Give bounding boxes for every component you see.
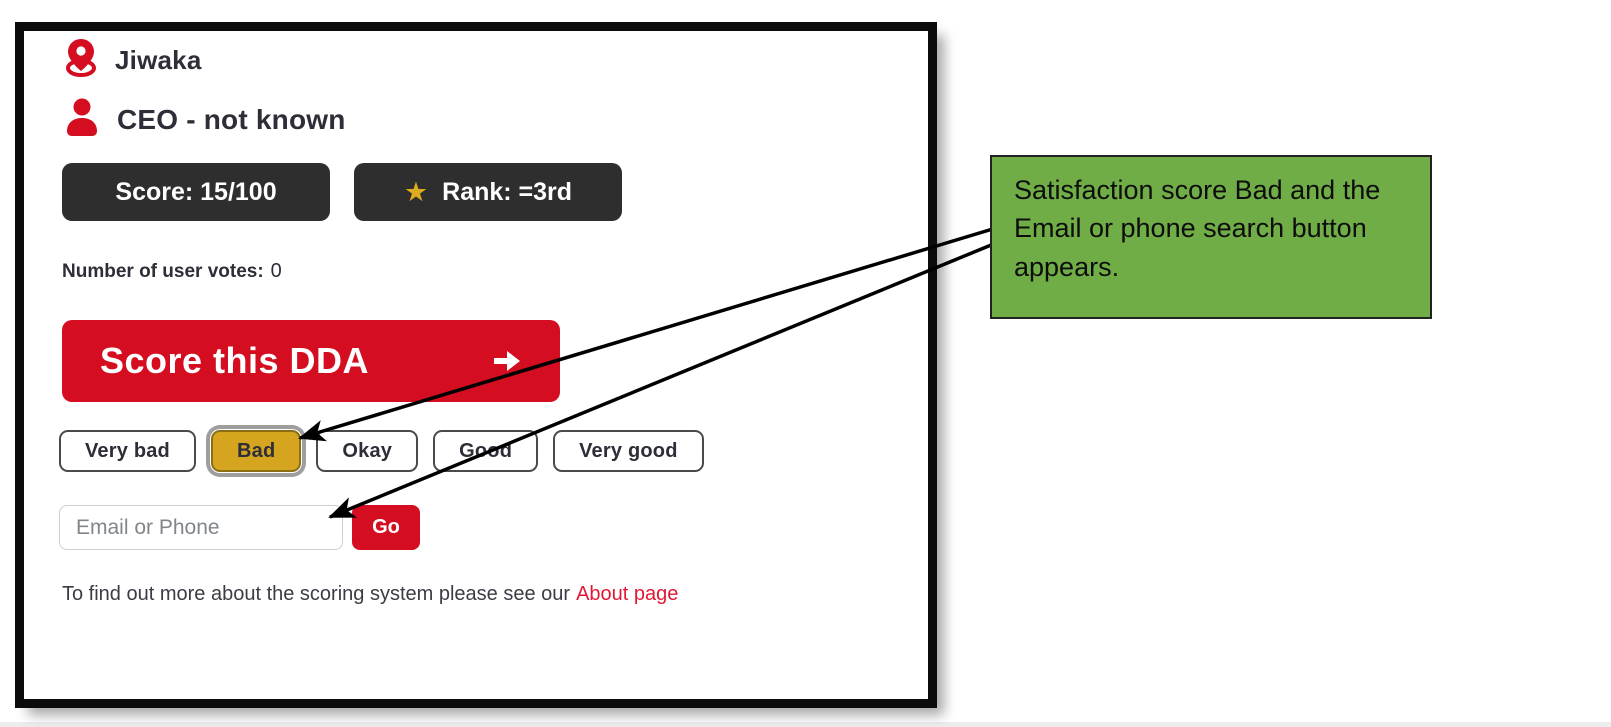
score-badge-label: Score: 15/100 [115, 177, 277, 206]
star-icon: ★ [403, 176, 429, 207]
annotation-text: Satisfaction score Bad and the Email or … [1014, 175, 1381, 282]
votes-label: Number of user votes: [62, 260, 264, 282]
rank-badge: ★ Rank: =3rd [354, 163, 622, 221]
annotation-callout: Satisfaction score Bad and the Email or … [990, 155, 1432, 319]
rating-very-good-button[interactable]: Very good [553, 430, 704, 472]
rating-very-bad-button[interactable]: Very bad [59, 430, 196, 472]
rating-bad-button[interactable]: Bad [210, 430, 302, 472]
score-this-dda-button[interactable]: Score this DDA [62, 320, 560, 402]
score-badge: Score: 15/100 [62, 163, 330, 221]
email-phone-search-row: Go [59, 505, 420, 550]
right-arrow-icon [492, 349, 522, 373]
ceo-name: CEO - not known [117, 103, 346, 135]
location-row: Jiwaka [62, 37, 202, 84]
about-page-link[interactable]: About page [576, 583, 679, 605]
votes-value: 0 [270, 260, 282, 282]
ceo-row: CEO - not known [64, 97, 346, 142]
badges-row: Score: 15/100 ★ Rank: =3rd [62, 163, 622, 221]
dda-score-card: Jiwaka CEO - not known Score: 15/100 ★ R… [15, 22, 937, 708]
score-this-dda-label: Score this DDA [100, 340, 370, 381]
email-or-phone-input[interactable] [59, 505, 343, 550]
footer-text: To find out more about the scoring syste… [62, 583, 571, 605]
footer-note: To find out more about the scoring syste… [62, 583, 678, 606]
go-button[interactable]: Go [352, 505, 420, 550]
votes-row: Number of user votes: 0 [62, 260, 282, 283]
bottom-divider [0, 722, 1611, 727]
rank-badge-label: Rank: =3rd [442, 177, 573, 206]
person-icon [64, 97, 100, 142]
location-pin-icon [62, 37, 100, 84]
location-name: Jiwaka [115, 45, 202, 75]
satisfaction-rating-group: Very bad Bad Okay Good Very good [59, 430, 704, 472]
rating-good-button[interactable]: Good [433, 430, 539, 472]
rating-okay-button[interactable]: Okay [316, 430, 419, 472]
